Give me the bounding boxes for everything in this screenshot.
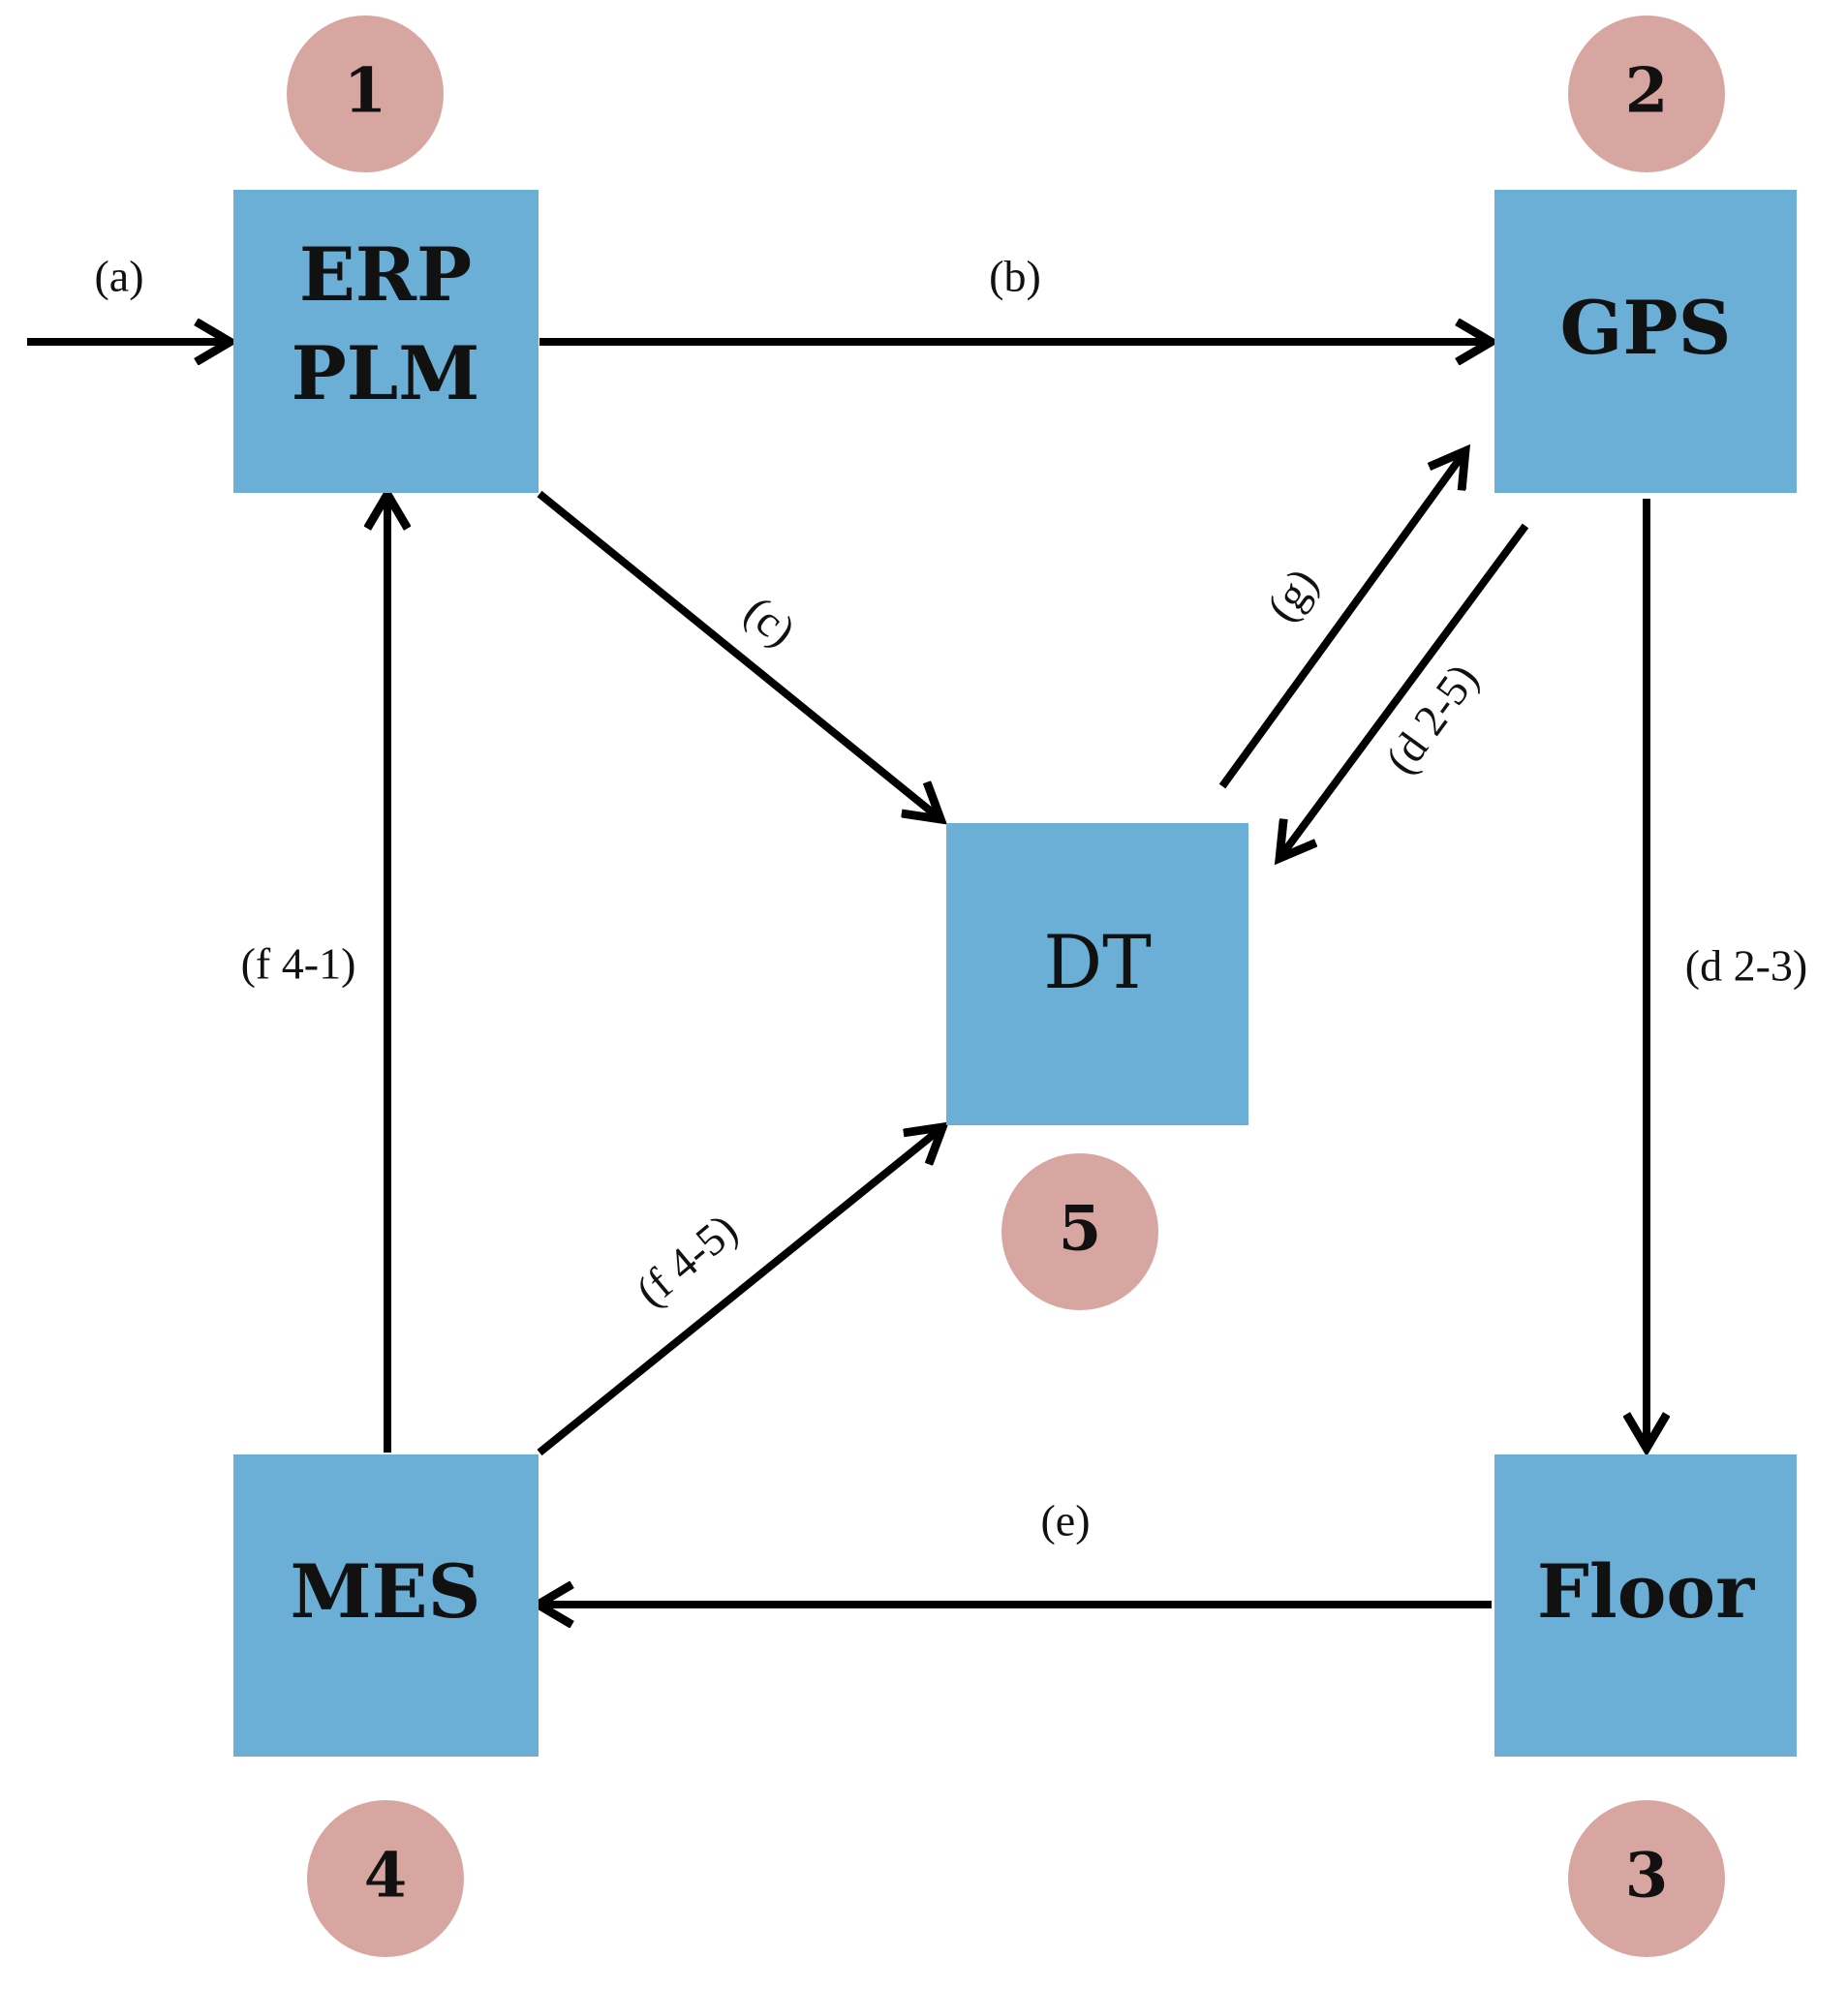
erp-plm-label-line-1: ERP	[299, 231, 472, 318]
edge-d23-label: (d 2-3)	[1685, 941, 1807, 991]
node-erp-plm: ERP PLM	[233, 190, 539, 493]
mes-box	[233, 1454, 539, 1757]
edge-d25-arrow	[1280, 523, 1529, 857]
edges	[27, 342, 1647, 1605]
edge-b-label: (b)	[989, 252, 1041, 301]
node-gps: GPS	[1494, 190, 1797, 493]
edge-f41-label: (f 4-1)	[241, 939, 356, 989]
node-dt: DT	[946, 823, 1248, 1125]
floor-box	[1494, 1454, 1797, 1757]
badge-3-circle	[1568, 1800, 1725, 1957]
node-floor: Floor	[1494, 1454, 1797, 1757]
dt-label: DT	[1043, 919, 1152, 1005]
badge-1-label: 1	[344, 55, 387, 128]
edge-g-arrow	[1218, 452, 1464, 789]
badges: 1 2 5 4 3	[287, 15, 1725, 1957]
badge-3-label: 3	[1625, 1840, 1669, 1912]
gps-label: GPS	[1560, 285, 1732, 371]
edge-e-label: (e)	[1040, 1496, 1090, 1545]
gps-box	[1494, 190, 1797, 493]
edge-d25-label: (d 2-5)	[1375, 655, 1488, 782]
badge-4-label: 4	[364, 1840, 408, 1912]
edge-f45-arrow	[537, 1128, 941, 1456]
edge-g-label: (g)	[1257, 559, 1328, 629]
badge-5-label: 5	[1059, 1193, 1102, 1266]
badge-5-circle	[1001, 1153, 1158, 1310]
edge-c-label: (c)	[735, 586, 805, 656]
mes-label: MES	[291, 1548, 481, 1635]
dt-box	[946, 823, 1248, 1125]
edge-a-label: (a)	[94, 252, 143, 301]
badge-1-circle	[287, 15, 444, 172]
badge-2-label: 2	[1625, 55, 1669, 128]
badge-2-circle	[1568, 15, 1725, 172]
node-mes: MES	[233, 1454, 539, 1757]
badge-4-circle	[307, 1800, 464, 1957]
erp-plm-box	[233, 190, 539, 493]
edge-c-arrow	[537, 490, 939, 818]
floor-label: Floor	[1537, 1548, 1755, 1635]
erp-plm-label-line-2: PLM	[292, 330, 480, 416]
